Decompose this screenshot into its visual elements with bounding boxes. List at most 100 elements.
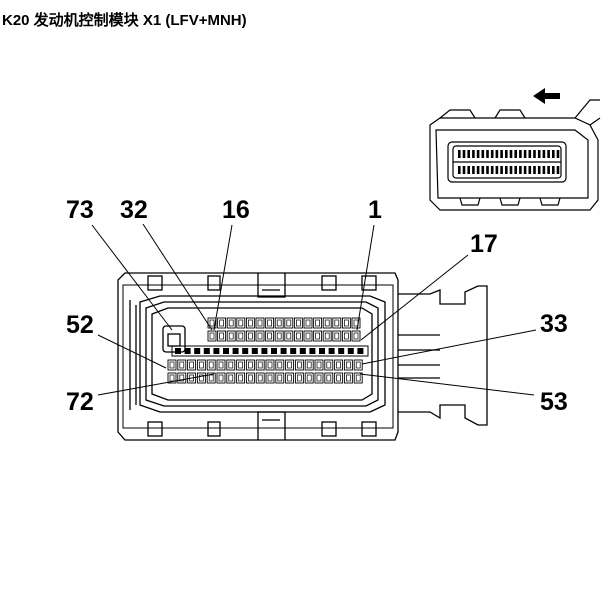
pin-cavity — [275, 359, 285, 371]
pin-cavity — [343, 372, 353, 384]
pin-cavity — [334, 359, 344, 371]
pin-cavity — [322, 330, 332, 342]
pin-label-17: 17 — [470, 230, 498, 258]
pin-cavity — [245, 330, 255, 342]
pin-cavity — [216, 372, 226, 384]
pin-label-1: 1 — [368, 196, 382, 224]
divider-tooth — [251, 348, 258, 354]
mini-pin — [462, 166, 466, 174]
pin-cavity — [294, 372, 304, 384]
pin-cavity — [304, 372, 314, 384]
pin-cavity — [236, 317, 246, 329]
pin-cavity — [236, 372, 246, 384]
mini-pin — [500, 150, 503, 158]
divider-tooth — [213, 348, 220, 354]
mini-pin — [519, 150, 522, 158]
divider-tooth — [232, 348, 239, 354]
mini-pin — [519, 166, 522, 174]
connector-3d-pins — [458, 150, 560, 174]
pin-cavity — [322, 317, 332, 329]
mini-pin — [552, 150, 555, 158]
divider-tooth — [175, 348, 181, 354]
divider-tooth — [271, 348, 277, 354]
pin-cavity — [217, 330, 227, 342]
divider-tooth — [203, 348, 210, 354]
pin-cavity — [226, 330, 236, 342]
pin-cavity — [255, 372, 265, 384]
pin-cavity — [341, 317, 351, 329]
pin-cavity — [265, 317, 275, 329]
pin-cavity — [196, 372, 206, 384]
pin-cavity — [293, 330, 303, 342]
pin-cavity — [285, 372, 295, 384]
divider-tooth — [290, 348, 297, 354]
pin-label-73: 73 — [66, 196, 94, 224]
mini-pin — [481, 166, 485, 174]
mini-pin — [552, 166, 555, 174]
mini-pin — [476, 166, 480, 174]
mini-pin — [481, 150, 485, 158]
pin-cavity — [353, 372, 363, 384]
pin-cavity — [313, 330, 323, 342]
pin-cavity — [255, 317, 265, 329]
pin-cavity — [226, 372, 236, 384]
mini-pin — [537, 166, 541, 174]
mini-pin — [528, 166, 532, 174]
mini-pin — [533, 166, 536, 174]
pin-cavity — [293, 317, 303, 329]
divider-tooth — [261, 348, 268, 354]
pin-cavity — [245, 359, 255, 371]
pin-cavity — [255, 359, 265, 371]
pin-cavity — [285, 359, 295, 371]
pin-cavity — [332, 317, 342, 329]
pin-cavity — [196, 359, 206, 371]
pin-cavity — [324, 359, 334, 371]
mini-pin — [542, 166, 546, 174]
mini-pin — [533, 150, 536, 158]
divider-tooth — [194, 348, 201, 354]
mini-pin — [542, 150, 546, 158]
mini-pin — [547, 166, 550, 174]
pin-label-52: 52 — [66, 311, 94, 339]
pin-cavity — [167, 359, 177, 371]
pin-cavity — [187, 359, 197, 371]
pin-label-32: 32 — [120, 196, 148, 224]
pin-cavity — [265, 372, 275, 384]
mini-pin — [514, 166, 517, 174]
divider-tooth — [280, 348, 287, 354]
divider-tooth — [242, 348, 249, 354]
pin-cavity — [245, 372, 255, 384]
pin-cavity — [334, 372, 344, 384]
mini-pin — [537, 150, 541, 158]
mini-pin — [462, 150, 466, 158]
mini-pin — [472, 166, 475, 174]
mini-pin — [556, 150, 560, 158]
pin-cavity — [303, 317, 313, 329]
pin-cavity — [265, 330, 275, 342]
pin-cavity — [284, 317, 294, 329]
page-title: K20 发动机控制模块 X1 (LFV+MNH) — [2, 12, 247, 29]
arrow-left-icon — [533, 88, 560, 104]
pin-cavity — [245, 317, 255, 329]
pin-cavity — [275, 372, 285, 384]
pin-cavity — [284, 330, 294, 342]
pin-cavity — [313, 317, 323, 329]
mini-pin — [556, 166, 560, 174]
mini-pin — [472, 150, 475, 158]
divider-tooth — [184, 348, 191, 354]
divider-tooth — [299, 348, 306, 354]
mini-pin — [495, 166, 499, 174]
pin-cavity — [343, 359, 353, 371]
pin-cavity — [314, 359, 324, 371]
leader-lines — [91, 223, 537, 396]
pin-cavity — [314, 372, 324, 384]
pin-cavity — [294, 359, 304, 371]
pin-cavity — [207, 330, 217, 342]
pin-cavity — [353, 359, 363, 371]
pin-cavity — [167, 372, 177, 384]
mini-pin — [523, 166, 527, 174]
mini-pin — [458, 166, 461, 174]
pin-cavity — [217, 317, 227, 329]
pin-cavity — [226, 317, 236, 329]
